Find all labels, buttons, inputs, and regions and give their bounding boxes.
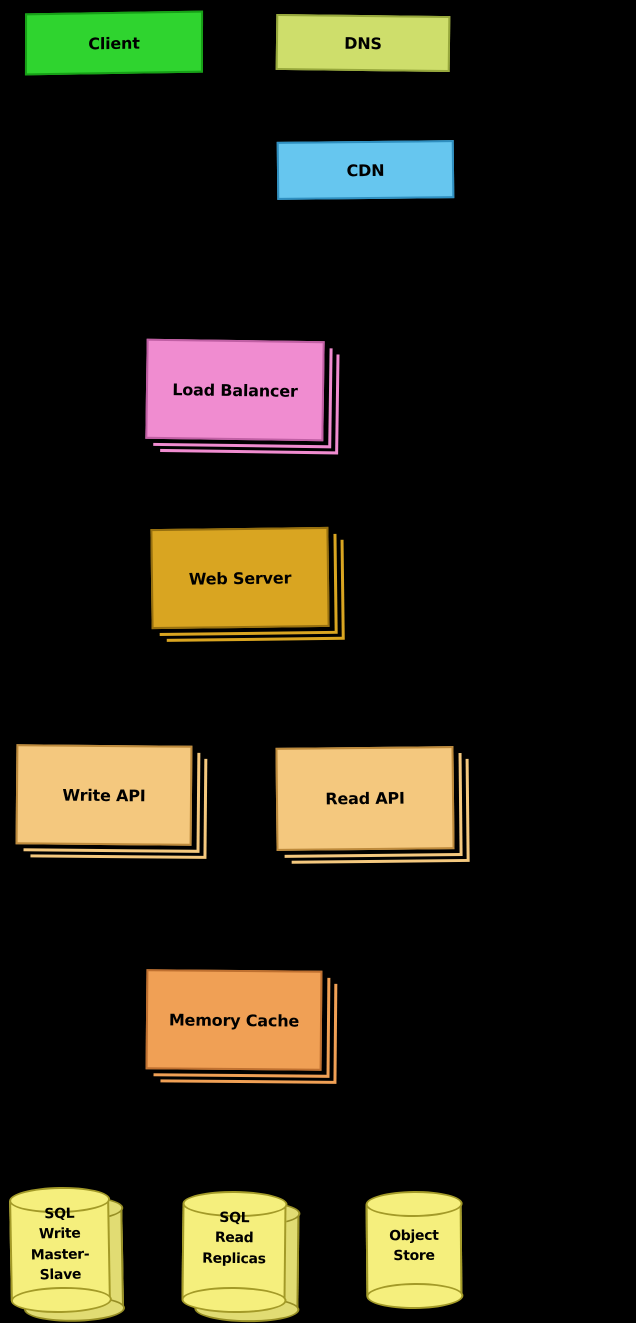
- node-sql-write-label: SQL Write Master- Slave: [11, 1199, 108, 1286]
- node-object-store-label: Object Store: [368, 1204, 461, 1267]
- node-dns: DNS: [275, 13, 451, 73]
- node-cdn-label: CDN: [346, 160, 385, 180]
- label-line: Store: [393, 1248, 435, 1265]
- node-client: Client: [24, 10, 204, 76]
- label-line: Write: [38, 1225, 81, 1243]
- node-load-balancer: Load Balancer: [145, 338, 325, 442]
- node-sql-read-label: SQL Read Replicas: [184, 1203, 285, 1269]
- label-line: Object: [389, 1227, 439, 1245]
- sql-write-cylinder: SQL Write Master- Slave: [9, 1199, 111, 1301]
- label-line: Replicas: [202, 1250, 266, 1267]
- sql-read-cylinder: SQL Read Replicas: [181, 1203, 287, 1301]
- node-cdn: CDN: [276, 140, 455, 200]
- label-line: SQL: [219, 1209, 250, 1227]
- node-sql-write-master-slave: SQL Write Master- Slave: [9, 1199, 125, 1310]
- label-line: Master-: [30, 1246, 90, 1264]
- object-store-cylinder: Object Store: [365, 1203, 463, 1297]
- node-write-api-label: Write API: [62, 785, 146, 805]
- node-read-api-label: Read API: [325, 788, 405, 809]
- node-object-store: Object Store: [365, 1203, 463, 1297]
- label-line: SQL: [44, 1205, 75, 1223]
- node-load-balancer-label: Load Balancer: [172, 379, 298, 401]
- node-web-server-label: Web Server: [188, 567, 292, 589]
- node-web-server: Web Server: [150, 526, 330, 630]
- node-memory-cache-label: Memory Cache: [168, 1009, 300, 1031]
- label-line: Read: [214, 1230, 254, 1247]
- label-line: Slave: [39, 1266, 82, 1284]
- node-read-api: Read API: [275, 746, 455, 851]
- node-write-api: Write API: [15, 744, 193, 846]
- node-memory-cache: Memory Cache: [145, 969, 323, 1071]
- node-dns-label: DNS: [344, 33, 382, 53]
- node-client-label: Client: [88, 33, 140, 53]
- node-sql-read-replicas: SQL Read Replicas: [181, 1203, 300, 1310]
